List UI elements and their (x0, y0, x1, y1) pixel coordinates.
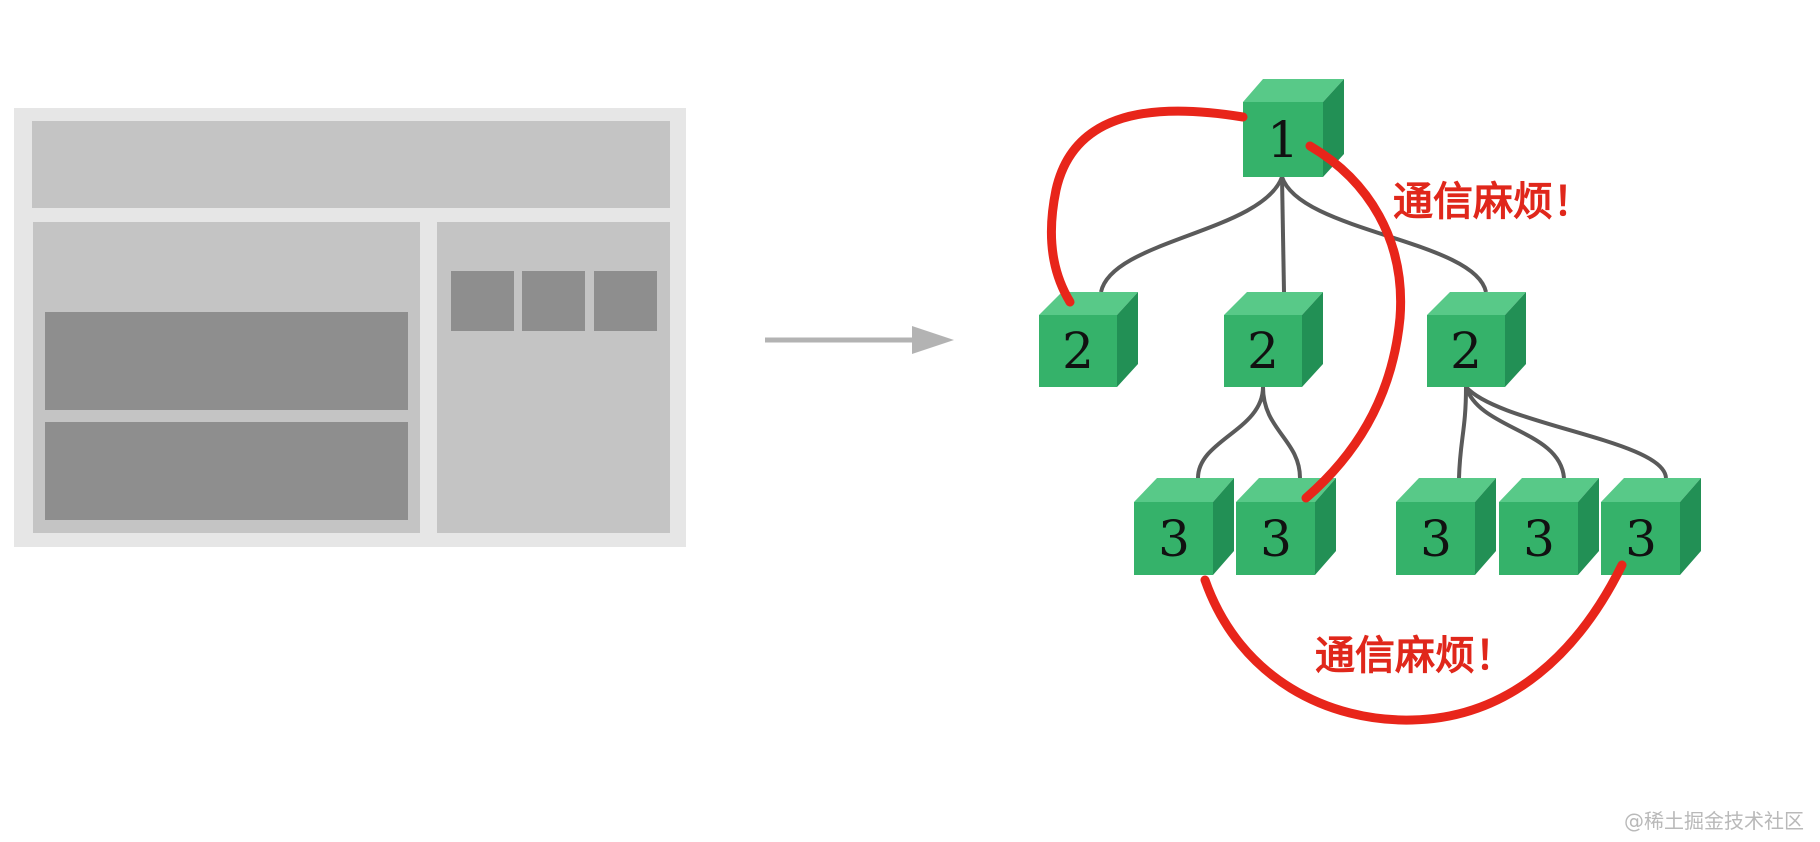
node-label: 3 (1260, 510, 1292, 568)
page-layout-wireframe (14, 108, 686, 547)
tree-node-root: 1 (1243, 79, 1344, 177)
cube-top-face (1601, 478, 1701, 502)
cube-top-face (1134, 478, 1234, 502)
wireframe-sidebar-tile (594, 271, 657, 331)
node-label: 3 (1158, 510, 1190, 568)
cube-side-face (1505, 292, 1526, 387)
wireframe-header-block (32, 121, 670, 208)
cube-side-face (1680, 478, 1701, 575)
tree-nodes: 1 2 2 2 3 3 (1039, 79, 1701, 575)
tree-edge (1464, 385, 1668, 479)
cube-front-face (1236, 502, 1315, 575)
annotation-upper: 通信麻烦！ (1393, 179, 1593, 225)
tree-edge (1280, 176, 1286, 293)
cube-top-face (1396, 478, 1496, 502)
tree-edge (1464, 386, 1566, 479)
arrow-head (912, 326, 954, 354)
watermark: @稀土掘金技术社区 (1624, 809, 1804, 833)
node-label: 3 (1625, 510, 1657, 568)
cube-front-face (1134, 502, 1213, 575)
tree-node-level3: 3 (1396, 478, 1496, 575)
node-label: 1 (1267, 111, 1299, 169)
cube-top-face (1427, 292, 1526, 315)
tree-edge (1457, 386, 1468, 479)
communication-curves (1046, 106, 1627, 725)
cube-side-face (1315, 478, 1336, 575)
cube-side-face (1302, 292, 1323, 387)
node-label: 2 (1247, 322, 1279, 380)
wireframe-sidebar-block (437, 222, 670, 533)
cube-front-face (1243, 102, 1323, 177)
annotation-lower: 通信麻烦！ (1315, 633, 1515, 679)
tree-connectors (1099, 176, 1668, 479)
cube-front-face (1601, 502, 1680, 575)
cube-side-face (1117, 292, 1138, 387)
cube-front-face (1396, 502, 1475, 575)
tree-node-level2: 2 (1224, 292, 1323, 387)
transform-arrow (765, 326, 954, 354)
curve-root-to-deep-child (1301, 141, 1406, 503)
tree-edge (1196, 386, 1265, 479)
curve-sibling-subtrees (1200, 560, 1627, 725)
cube-top-face (1499, 478, 1599, 502)
cube-side-face (1578, 478, 1599, 575)
wireframe-content-block-bottom (45, 422, 408, 520)
tree-node-level3: 3 (1601, 478, 1701, 575)
node-label: 2 (1450, 322, 1482, 380)
tree-node-level3: 3 (1236, 478, 1336, 575)
tree-node-level3: 3 (1499, 478, 1599, 575)
cube-front-face (1427, 315, 1505, 387)
cube-front-face (1499, 502, 1578, 575)
node-label: 2 (1062, 322, 1094, 380)
cube-top-face (1224, 292, 1323, 315)
cube-top-face (1243, 79, 1344, 102)
cube-front-face (1224, 315, 1302, 387)
wireframe-sidebar-tile (522, 271, 585, 331)
tree-edge (1099, 176, 1284, 293)
cube-side-face (1213, 478, 1234, 575)
node-label: 3 (1420, 510, 1452, 568)
tree-node-level2: 2 (1427, 292, 1526, 387)
wireframe-sidebar-tile (451, 271, 514, 331)
cube-side-face (1475, 478, 1496, 575)
tree-edge (1261, 386, 1302, 479)
node-label: 3 (1523, 510, 1555, 568)
tree-node-level2: 2 (1039, 292, 1138, 387)
tree-node-level3: 3 (1134, 478, 1234, 575)
curve-root-to-left-child (1046, 106, 1248, 307)
wireframe-content-block-top (45, 312, 408, 410)
cube-front-face (1039, 315, 1117, 387)
